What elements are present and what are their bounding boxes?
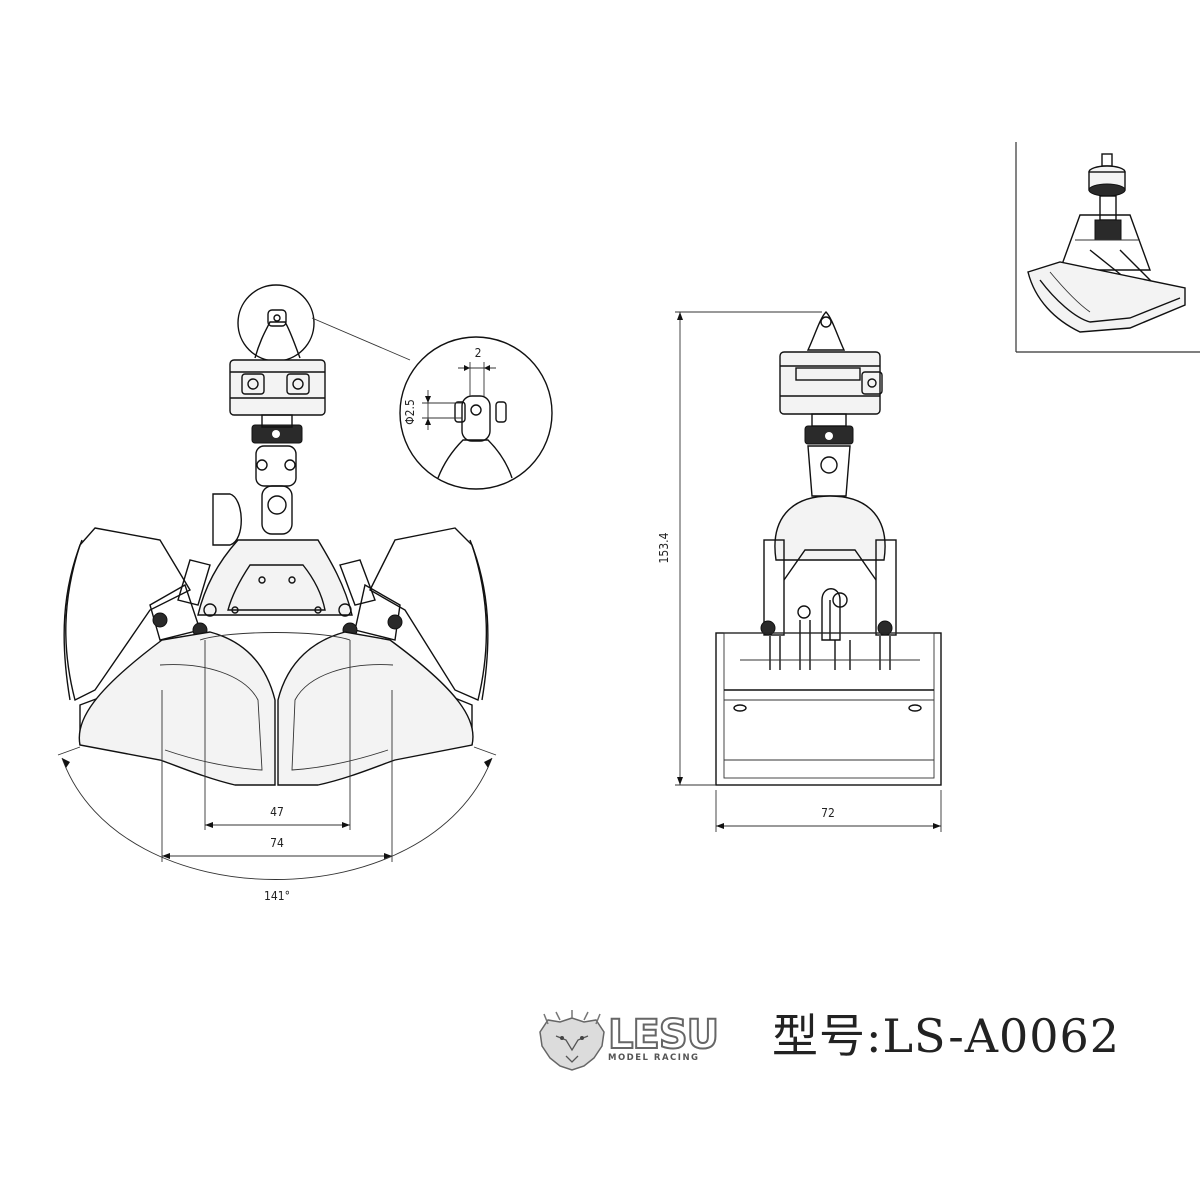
dim-outer-width: 74 <box>270 836 284 850</box>
left-bucket-face <box>78 631 276 786</box>
side-rotator <box>779 351 881 415</box>
side-bucket <box>715 632 942 786</box>
dim-side-width: 72 <box>821 806 835 820</box>
brand-subtitle: MODEL RACING <box>608 1053 700 1063</box>
grab-frame <box>197 539 353 616</box>
dim-inner-width: 47 <box>270 805 284 819</box>
rotator-body <box>229 359 326 416</box>
lion-head-icon <box>539 1010 605 1071</box>
detail-leader-line <box>311 317 411 361</box>
isometric-preview <box>1015 142 1200 353</box>
right-bucket-face <box>277 631 474 786</box>
front-view: 47 74 141° <box>57 284 497 903</box>
side-view: 153.4 72 <box>657 311 942 832</box>
dim-pin-spacing: 2 <box>475 346 482 360</box>
brand-name: LESU <box>607 1011 720 1059</box>
dim-pin-diameter: Φ2.5 <box>403 399 417 425</box>
detail-source-circle <box>237 284 315 362</box>
pin-detail: 2 Φ2.5 <box>399 336 553 490</box>
model-number: 型号:LS-A0062 <box>772 1009 1121 1063</box>
detail-circle <box>399 336 553 490</box>
side-housing <box>774 495 886 561</box>
angle-arc <box>61 757 493 880</box>
dim-opening-angle: 141° <box>264 889 290 903</box>
dim-total-height: 153.4 <box>657 532 671 563</box>
